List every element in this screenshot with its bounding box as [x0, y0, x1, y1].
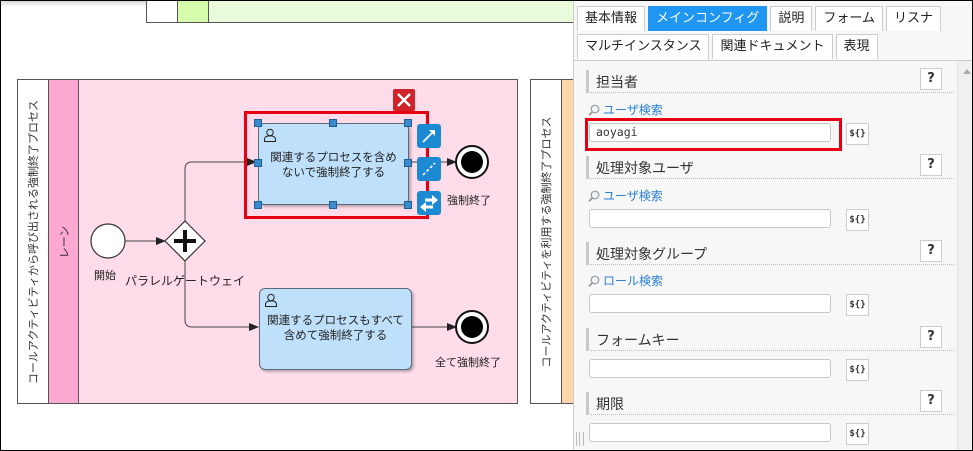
- bpmn-canvas[interactable]: コールアクティビティから呼び出される強制終了プロセス レーン コールアクティビテ…: [1, 1, 592, 450]
- resize-handle-s[interactable]: [329, 201, 337, 209]
- end-event-all-label: 全て強制終了: [435, 356, 501, 369]
- top-pool-title: [147, 1, 178, 22]
- help-button[interactable]: ?: [920, 240, 942, 262]
- search-link-label: ユーザ検索: [603, 103, 663, 117]
- resize-handle-ne[interactable]: [404, 119, 412, 127]
- section-target-user: 処理対象ユーザ ?: [586, 154, 954, 179]
- tab-main-config[interactable]: メインコンフィグ: [648, 6, 768, 31]
- tabs-row-2: マルチインスタンス 関連ドキュメント 表現: [574, 34, 878, 60]
- section-due-date: 期限 ?: [586, 390, 954, 415]
- tab-basic-info[interactable]: 基本情報: [577, 6, 646, 31]
- section-form-key: フォームキー ?: [586, 326, 954, 351]
- user-search-link[interactable]: ユーザ検索: [588, 187, 663, 204]
- gateway-label: パラレルゲートウェイ: [125, 274, 246, 288]
- tab-listener[interactable]: リスナ: [886, 6, 942, 31]
- arrow-diagonal-icon: [422, 130, 435, 143]
- user-task-terminate[interactable]: 関連するプロセスを含め ないで強制終了する: [258, 123, 409, 205]
- magnifier-icon: [588, 104, 600, 116]
- section-title: フォームキー: [596, 333, 680, 349]
- resize-handle-nw[interactable]: [254, 119, 262, 127]
- target-group-input[interactable]: [589, 294, 831, 313]
- assignee-input[interactable]: aoyagi: [589, 123, 831, 142]
- sequence-flows: [90, 145, 489, 344]
- scroll-up-arrow-icon[interactable]: [963, 69, 971, 74]
- dashed-line-icon: [422, 162, 436, 176]
- tab-form[interactable]: フォーム: [815, 6, 884, 31]
- due-date-input[interactable]: [589, 423, 831, 442]
- search-link-label: ロール検索: [603, 274, 664, 288]
- panel-resize-grip[interactable]: [576, 432, 584, 446]
- task-label-line2: 含めて強制終了する: [283, 328, 388, 342]
- section-target-group: 処理対象グループ ?: [586, 240, 954, 265]
- expression-button[interactable]: ${}: [846, 423, 869, 445]
- magnifier-icon: [588, 190, 600, 202]
- end-event-terminate-all[interactable]: [455, 310, 489, 344]
- tab-representation[interactable]: 表現: [835, 34, 878, 59]
- top-pool-lane: [178, 1, 209, 22]
- magnifier-icon: [588, 275, 600, 287]
- pool-title[interactable]: コールアクティビティから呼び出される強制終了プロセス: [18, 80, 49, 403]
- resize-handle-n[interactable]: [329, 119, 337, 127]
- section-title: 処理対象グループ: [596, 247, 708, 263]
- search-link-label: ユーザ検索: [603, 189, 663, 203]
- user-task-terminate-all[interactable]: 関連するプロセスもすべて 含めて強制終了する: [259, 288, 412, 370]
- swap-arrows-icon: [420, 195, 438, 212]
- delete-button[interactable]: [393, 89, 415, 111]
- morph-button[interactable]: [417, 191, 441, 215]
- section-title: 処理対象ユーザ: [596, 161, 694, 177]
- end-event-terminate[interactable]: [455, 145, 489, 179]
- resize-handle-e[interactable]: [404, 159, 412, 167]
- properties-panel: 基本情報 メインコンフィグ 説明 フォーム リスナ マルチインスタンス 関連ドキ…: [573, 1, 972, 450]
- role-search-link[interactable]: ロール検索: [588, 272, 663, 289]
- task-label-line1: 関連するプロセスもすべて: [267, 313, 404, 327]
- section-assignee: 担当者 ?: [586, 68, 954, 93]
- resize-handle-w[interactable]: [254, 159, 262, 167]
- connect-flow-button[interactable]: [417, 124, 441, 148]
- user-icon: [264, 128, 276, 142]
- start-event[interactable]: [90, 223, 126, 259]
- end-event-label: 強制終了: [447, 194, 491, 207]
- resize-handle-sw[interactable]: [254, 201, 262, 209]
- task-label-line1: 関連するプロセスを含め: [270, 150, 397, 164]
- tabs-row-1: 基本情報 メインコンフィグ 説明 フォーム リスナ: [574, 6, 942, 32]
- close-icon: [397, 93, 411, 107]
- section-title: 期限: [596, 397, 624, 413]
- expression-button[interactable]: ${}: [846, 209, 869, 231]
- start-event-label: 開始: [94, 269, 116, 282]
- pool2-title[interactable]: コールアクティビティを利用する強制終了プロセス: [531, 80, 562, 403]
- target-user-input[interactable]: [589, 209, 831, 228]
- help-button[interactable]: ?: [920, 68, 942, 90]
- user-search-link[interactable]: ユーザ検索: [588, 101, 663, 118]
- selection-highlight: [244, 111, 429, 219]
- tab-related-documents[interactable]: 関連ドキュメント: [712, 34, 833, 59]
- main-config-content: 担当者 ? ユーザ検索 aoyagi ${} 処理対象ユーザ ? ユーザ検索 $…: [574, 61, 954, 450]
- task-label-line2: ないで強制終了する: [281, 165, 386, 179]
- help-button[interactable]: ?: [920, 326, 942, 348]
- user-icon: [265, 293, 277, 307]
- tab-multi-instance[interactable]: マルチインスタンス: [577, 34, 710, 59]
- lane-title[interactable]: レーン: [49, 80, 79, 403]
- help-button[interactable]: ?: [920, 154, 942, 176]
- resize-handle-se[interactable]: [404, 201, 412, 209]
- parallel-gateway[interactable]: [164, 220, 206, 262]
- tab-description[interactable]: 説明: [770, 6, 813, 31]
- panel-scrollbar[interactable]: [957, 61, 972, 450]
- expression-button[interactable]: ${}: [846, 359, 869, 381]
- section-title: 担当者: [596, 75, 638, 91]
- connect-association-button[interactable]: [417, 157, 441, 181]
- tabs-divider: [574, 60, 972, 61]
- form-key-input[interactable]: [589, 359, 831, 378]
- input-highlight: [585, 118, 842, 151]
- expression-button[interactable]: ${}: [846, 123, 869, 145]
- help-button[interactable]: ?: [920, 390, 942, 412]
- expression-button[interactable]: ${}: [846, 294, 869, 316]
- top-pool[interactable]: [146, 1, 578, 23]
